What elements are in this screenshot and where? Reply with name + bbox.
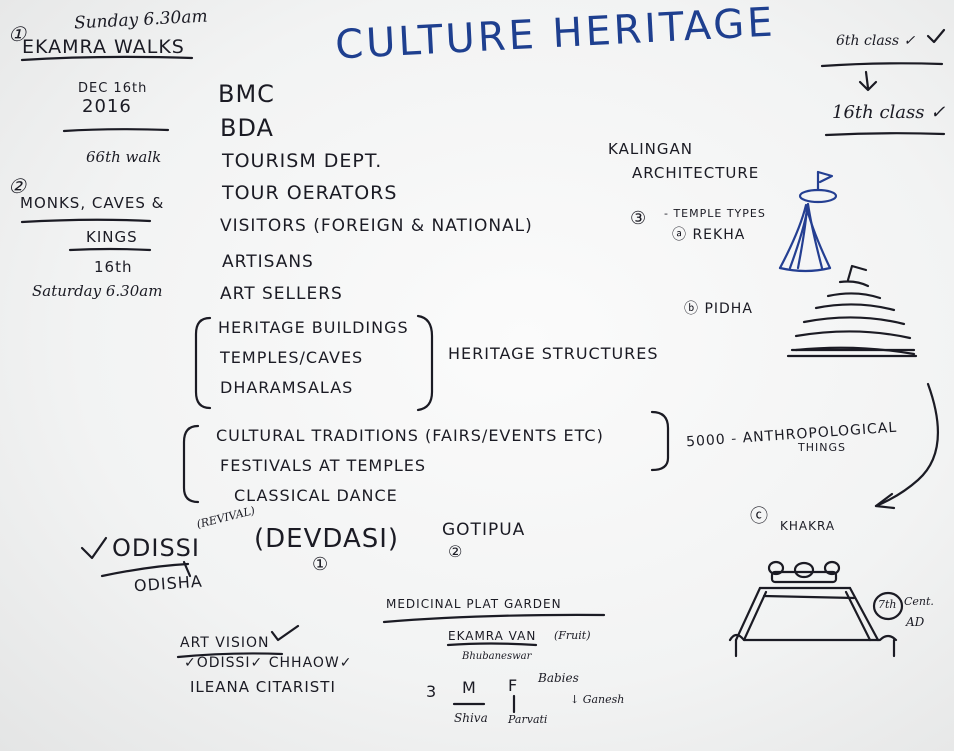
khakra-note-3: AD [906,615,925,629]
garden-underline [382,613,606,624]
walks-date-2: 2016 [82,96,132,117]
monks-kings: KINGS [86,228,138,246]
date-underline [62,128,170,133]
stakeholder-item: BDA [220,114,274,142]
devdasi-number: ① [312,554,330,575]
gotipua-label: GOTIPUA [442,520,526,540]
stakeholder-item: ART SELLERS [220,284,343,304]
classes-divider [820,62,944,68]
heritage-item: DHARAMSALAS [220,378,354,397]
stakeholder-item: TOURISM DEPT. [222,150,383,172]
rekha-label: ⓐ REKHA [672,227,746,243]
odissi-check [80,536,108,560]
stakeholder-item: BMC [218,80,275,108]
garden-m: M [462,678,477,697]
culture-bracket-right [650,410,670,472]
anthro-label-2: THINGS [798,441,846,454]
culture-bracket-left [182,424,200,504]
garden-parvati: Parvati [508,713,548,726]
khakra-temple-sketch [728,560,898,658]
pidha-to-khakra-arrow [874,382,939,508]
heritage-label: HERITAGE STRUCTURES [448,344,659,363]
devdasi-label: (DEVDASI) [254,524,400,554]
garden-shiva: Shiva [454,711,488,725]
ekamra-underline [446,642,538,647]
garden-three: 3 [426,682,438,701]
culture-item: CLASSICAL DANCE [234,486,398,505]
garden-f: F [508,676,519,695]
culture-item: CULTURAL TRADITIONS (FAIRS/EVENTS ETC) [216,426,604,445]
heritage-item: TEMPLES/CAVES [220,348,364,367]
monks-number: ② [8,174,26,198]
monks-heading: MONKS, CAVES & [20,194,165,212]
stakeholder-item: TOUR OERATORS [222,182,398,204]
classes-bottom: 16th class ✓ [832,102,946,123]
heritage-bracket-right [416,314,434,412]
classes-underline [824,132,946,137]
classes-arrow [858,70,878,92]
pidha-temple-sketch [786,264,918,358]
odissi-label: ODISSI [112,534,200,562]
kalingan-line2: ARCHITECTURE [632,164,760,182]
walks-heading: EKAMRA WALKS [22,36,185,58]
kings-underline [68,247,152,252]
walks-number: ① [8,22,26,46]
kalingan-number: ③ [630,208,648,229]
monks-underline [20,218,152,224]
khakra-note-circle [872,591,904,621]
walks-underline [20,55,194,62]
kalingan-line1: KALINGAN [608,140,693,158]
culture-item: FESTIVALS AT TEMPLES [220,456,427,475]
heritage-item: HERITAGE BUILDINGS [218,318,409,337]
rekha-temple-sketch [778,170,838,273]
khakra-note: 7th [878,598,897,611]
ekamra-place: Bhubaneswar [462,651,532,662]
garden-ganesh: ↓ Ganesh [570,693,625,706]
garden-babies: Babies [538,671,579,685]
khakra-label: KHAKRA [780,519,836,533]
khakra-number: ⓒ [750,506,769,527]
ekamra-fruit: (Fruit) [554,629,591,642]
temple-types: - TEMPLE TYPES [664,207,766,220]
pidha-label: ⓑ PIDHA [684,301,753,317]
odisha-label: ODISHA [133,571,204,596]
art-vision-name: ILEANA CITARISTI [190,678,336,696]
walks-count: 66th walk [86,148,162,166]
art-vision-underline [176,652,284,659]
art-vision-heading: ART VISION [180,635,270,651]
classes-top: 6th class ✓ [836,33,916,49]
khakra-note-2: Cent. [904,595,934,608]
walks-date-1: DEC 16th [78,81,148,96]
stakeholder-item: ARTISANS [222,252,314,272]
monks-count: 16th [94,258,133,276]
art-vision-line: ✓ODISSI✓ CHHAOW✓ [184,655,353,671]
garden-heading: MEDICINAL PLAT GARDEN [386,597,562,611]
heritage-bracket-left [194,316,212,410]
monks-time: Saturday 6.30am [32,282,163,300]
ekamra-van: EKAMRA VAN [448,629,537,643]
gotipua-number: ② [448,542,464,561]
stakeholder-item: VISITORS (FOREIGN & NATIONAL) [220,216,533,236]
odisha-arrow [100,562,190,578]
